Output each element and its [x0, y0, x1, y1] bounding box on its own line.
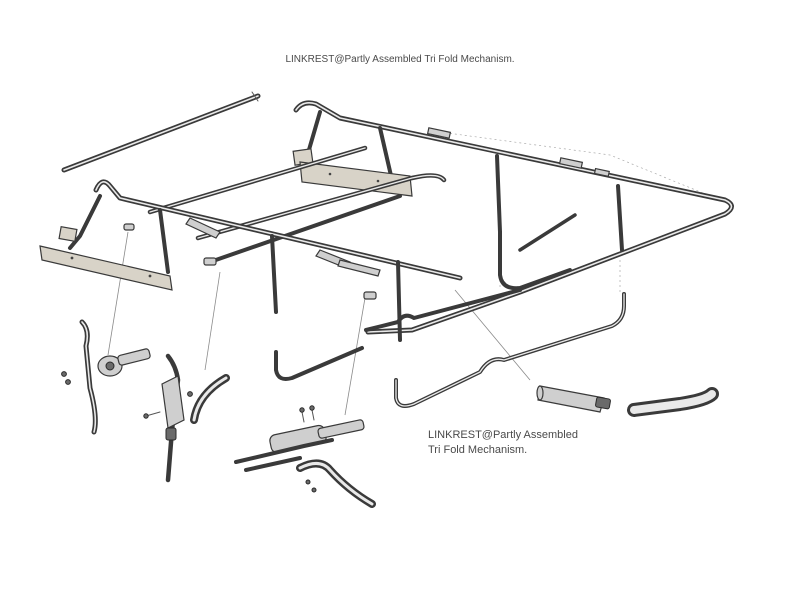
loose-rod: [61, 91, 261, 173]
hinge-bracket-detail: [143, 353, 193, 483]
connector-sleeve-detail: [536, 385, 611, 413]
callout-label-line-2: Tri Fold Mechanism.: [428, 444, 528, 456]
lower-hinge-assembly-detail: [234, 405, 376, 508]
back-frame-assembly: [292, 100, 734, 335]
diagram-title: LINKREST@Partly Assembled Tri Fold Mecha…: [285, 54, 515, 65]
curved-end-tube-detail: [627, 387, 719, 417]
leader-lines: [107, 131, 721, 416]
pivot-link-detail: [61, 319, 151, 435]
callout-label: LINKREST@Partly Assembled Tri Fold Mecha…: [428, 428, 578, 458]
curved-tube-detail: [190, 374, 230, 424]
middle-rails: [147, 145, 447, 264]
callout-label-line-1: LINKREST@Partly Assembled: [428, 429, 578, 441]
front-frame-assembly: [39, 179, 626, 408]
